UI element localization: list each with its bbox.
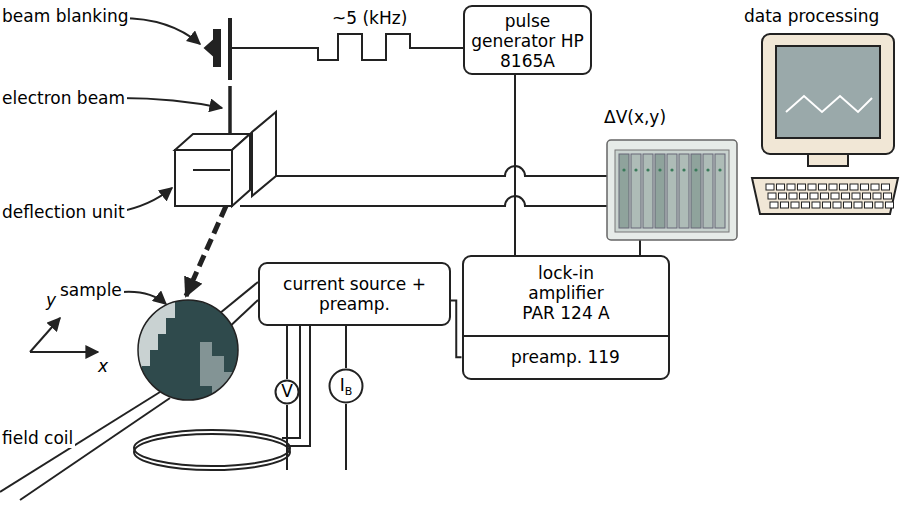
deflection-wire xyxy=(240,196,607,206)
node-label: preamp. 119 xyxy=(462,347,670,367)
instrument-box: preamp. 119 xyxy=(462,335,670,380)
node-label: IB xyxy=(328,375,364,402)
connector-wire xyxy=(514,75,516,255)
connector-wire xyxy=(345,326,347,368)
blanking-electrode xyxy=(205,30,220,66)
leader-arrow xyxy=(120,98,222,108)
leader-arrow xyxy=(122,292,166,304)
field-coil xyxy=(134,430,290,466)
crate xyxy=(607,140,737,240)
sample-disc xyxy=(138,300,238,400)
meter-circle: IB xyxy=(328,368,364,404)
node-label: pulse generator HP 8165A xyxy=(465,11,590,71)
part-label: electron beam xyxy=(0,88,127,108)
part-label: sample xyxy=(58,280,124,300)
instrument-box: pulse generator HP 8165A xyxy=(463,5,592,75)
sample-wire xyxy=(0,392,160,492)
part-label: y xyxy=(44,290,58,310)
node-label: lock-in amplifier PAR 124 A xyxy=(511,263,621,323)
voltage-wire xyxy=(286,405,288,470)
deflection-unit xyxy=(175,112,276,206)
part-label: data processing xyxy=(742,6,881,26)
node-label: V xyxy=(274,381,300,401)
field-coil xyxy=(134,434,290,470)
blanking-plate xyxy=(228,18,232,80)
instrument-box: current source + preamp. xyxy=(258,262,451,326)
connector-wire xyxy=(451,300,462,357)
part-label: ΔV(x,y) xyxy=(602,107,668,127)
x-axis xyxy=(30,351,98,353)
meter-circle: V xyxy=(274,379,300,405)
current-wire xyxy=(345,404,347,470)
y-axis xyxy=(30,318,60,352)
connector-wire xyxy=(286,326,288,379)
sample-wire xyxy=(20,398,170,500)
beam-path-arrow xyxy=(186,206,226,296)
part-label: deflection unit xyxy=(0,202,127,222)
part-label: beam blanking xyxy=(0,6,130,26)
computer xyxy=(752,34,898,214)
deflection-wire xyxy=(276,166,607,176)
instrument-box: lock-in amplifier PAR 124 A preamp. 119 xyxy=(462,255,670,380)
leader-arrow xyxy=(120,18,200,44)
part-label: field coil xyxy=(0,428,75,448)
node-label: current source + preamp. xyxy=(260,274,449,314)
part-label: ~5 (kHz) xyxy=(330,8,409,28)
pulse-wire xyxy=(232,34,463,60)
part-label: x xyxy=(96,356,110,376)
